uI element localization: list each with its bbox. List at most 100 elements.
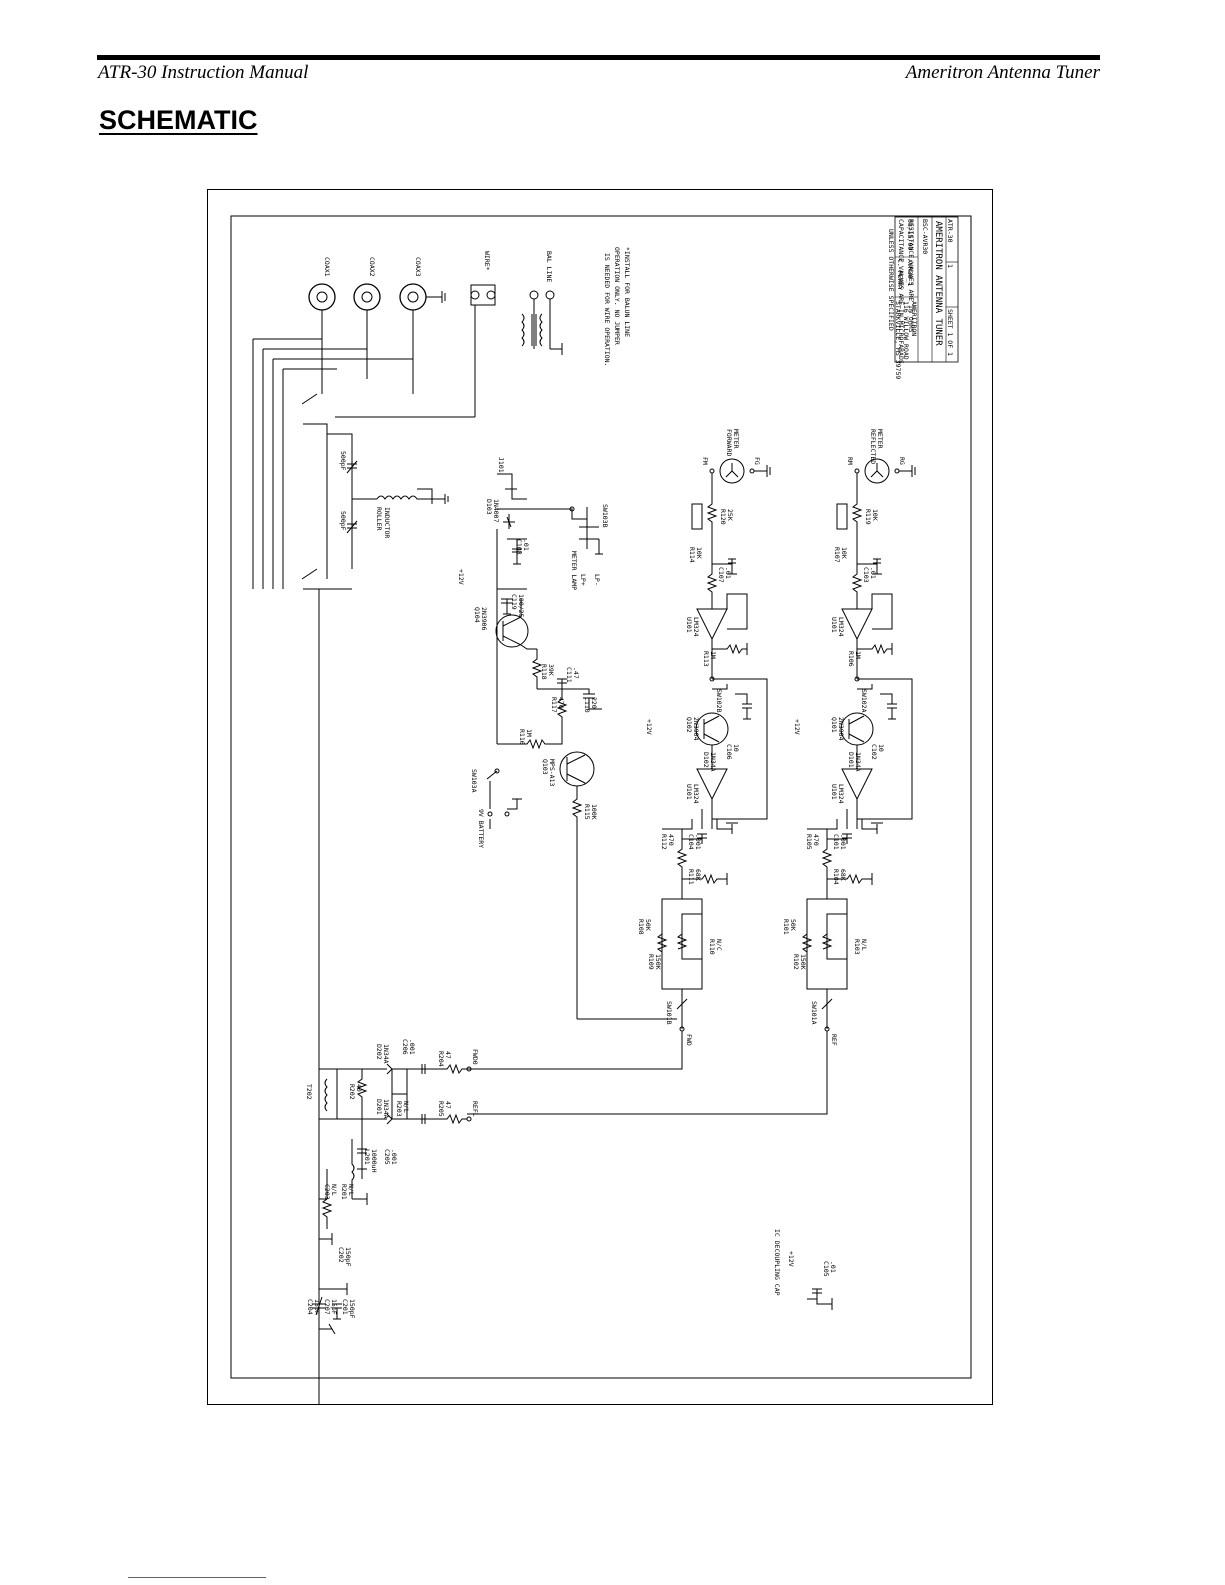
label-r201-val: N/L <box>347 1184 355 1196</box>
label-fm: FM <box>701 457 709 465</box>
forward-meter <box>691 458 771 609</box>
header-rule <box>97 55 1100 60</box>
label-c119: C119 <box>510 594 518 610</box>
label-c203: C203 <box>323 1184 331 1200</box>
tb-file-name: AVR30_1 <box>906 259 914 286</box>
label-d103-val: 1N4007 <box>492 499 500 523</box>
label-c207-val: 15pF <box>330 1299 338 1315</box>
label-c104-val: .001 <box>694 834 702 850</box>
schematic-notes: RESISTANCE VALUES ARE IN OHMS CAPACITANC… <box>887 219 915 364</box>
label-u101-b: U101 <box>685 784 693 800</box>
label-r109-val: 150K <box>654 954 662 970</box>
reflected-opamps <box>807 593 913 834</box>
label-r202-val: 40 <box>355 1084 363 1092</box>
label-d102-val: 1N34A <box>709 752 717 772</box>
label-r101: R101 <box>782 919 790 935</box>
tb-address1: 116 WILLOW ROAD <box>902 301 910 360</box>
label-r102: R102 <box>792 954 800 970</box>
label-u101-d-val: LM324 <box>837 784 845 804</box>
label-r113-val: 1M <box>709 651 717 659</box>
label-d201-val: 1N34A <box>382 1099 390 1119</box>
label-plus12v-d: +12V <box>787 1251 795 1267</box>
label-q103: Q103 <box>541 759 549 775</box>
label-u101-a-val: LM324 <box>692 617 700 637</box>
battery-switch <box>486 768 522 829</box>
lamp-circuit <box>496 473 603 744</box>
label-r101-val: 50K <box>789 919 797 931</box>
footer-rule <box>128 1577 266 1578</box>
label-r110-val: N/C <box>715 939 723 951</box>
schematic-figure: ATR-30 1 SHEET 1 OF 1 AMERITRON ANTENNA … <box>207 189 993 1585</box>
label-r117: R117 <box>550 697 558 713</box>
tb-part-no: ATR-30 <box>946 219 954 243</box>
label-sw102b: SW102B <box>715 689 723 713</box>
label-r120: R120 <box>719 509 727 525</box>
label-r119-val: 10K <box>871 509 879 521</box>
label-c103: C103 <box>862 567 870 583</box>
label-u101-d: U101 <box>830 784 838 800</box>
label-c105-val: .01 <box>829 1261 837 1273</box>
label-r114-val: 10K <box>695 547 703 559</box>
label-c207: C207 <box>323 1299 331 1315</box>
label-c203-val: N/L <box>330 1184 338 1196</box>
label-c108: C108 <box>515 539 523 555</box>
forward-calibration <box>577 829 728 1032</box>
label-q104-val: 2N3906 <box>480 607 488 631</box>
label-r117-val: 470 <box>557 697 565 709</box>
header-manual-title: ATR-30 Instruction Manual <box>98 62 309 83</box>
label-r205: R205 <box>437 1101 445 1117</box>
label-u101-c-val: LM324 <box>837 617 845 637</box>
label-j101: J101 <box>497 457 505 473</box>
label-d202-val: 1N34A <box>382 1044 390 1064</box>
label-c201: C201 <box>341 1299 349 1315</box>
label-c107-val: .01 <box>724 567 732 579</box>
title-block: ATR-30 1 SHEET 1 OF 1 AMERITRON ANTENNA … <box>894 216 959 379</box>
bias-network <box>497 649 602 750</box>
label-fg: FG <box>753 457 761 465</box>
label-u101-b-val: LM324 <box>692 784 700 804</box>
label-sw102a: SW102A <box>860 689 868 713</box>
label-d101-val: 1N34A <box>854 752 862 772</box>
label-l201: L201 <box>363 1149 371 1165</box>
label-r204-val: 47 <box>444 1051 452 1059</box>
label-r107: R107 <box>833 547 841 563</box>
label-refl: REFL <box>471 1101 479 1117</box>
label-r113: R113 <box>702 651 710 667</box>
label-sw101a: SW101A <box>810 1001 818 1025</box>
label-c102: C102 <box>870 744 878 760</box>
label-coax1: COAX1 <box>323 257 331 277</box>
jumper-note-3: IS NEEDED FOR WIRE OPERATION. <box>603 253 611 367</box>
label-c101: C101 <box>832 834 840 850</box>
header-product-title: Ameritron Antenna Tuner <box>905 62 1100 83</box>
schematic-drawing: ATR-30 1 SHEET 1 OF 1 AMERITRON ANTENNA … <box>207 189 993 1585</box>
label-c110: C110 <box>583 697 591 713</box>
label-d201: D201 <box>375 1099 383 1115</box>
reflected-meter <box>836 458 916 609</box>
tb-sheet: SHEET 1 OF 1 <box>946 309 954 356</box>
label-r106-val: 1M <box>854 651 862 659</box>
label-u101-c: U101 <box>830 617 838 633</box>
tb-drawn-by: C. PERRY <box>896 259 904 290</box>
label-sw103a: SW103A <box>470 769 478 793</box>
label-r118: R118 <box>540 664 548 680</box>
reflected-calibration <box>467 829 873 1115</box>
label-plus12v-a: +12V <box>457 569 465 585</box>
label-r109: R109 <box>647 954 655 970</box>
directional-coupler <box>318 589 472 1585</box>
tb-date: 03/15/99 <box>906 219 914 250</box>
tb-address2: STARKVILLE, MS 39759 <box>894 301 902 379</box>
label-lp-minus: LP- <box>593 574 601 586</box>
label-ref: REF <box>830 1034 838 1046</box>
coax-connectors <box>308 283 446 311</box>
label-battery: 9V BATTERY <box>477 809 485 848</box>
label-r112: R112 <box>660 834 668 850</box>
label-fwd: FWD <box>685 1034 693 1046</box>
label-c205: C205 <box>383 1149 391 1165</box>
label-r102-val: 150K <box>799 954 807 970</box>
label-sw101b: SW101B <box>665 1001 673 1025</box>
label-r118-val: 39K <box>547 664 555 676</box>
label-rm: RM <box>846 457 854 465</box>
ic-decoupling <box>807 1288 833 1310</box>
label-cap-500a: 500pF <box>339 451 347 471</box>
label-c206: C206 <box>401 1039 409 1055</box>
